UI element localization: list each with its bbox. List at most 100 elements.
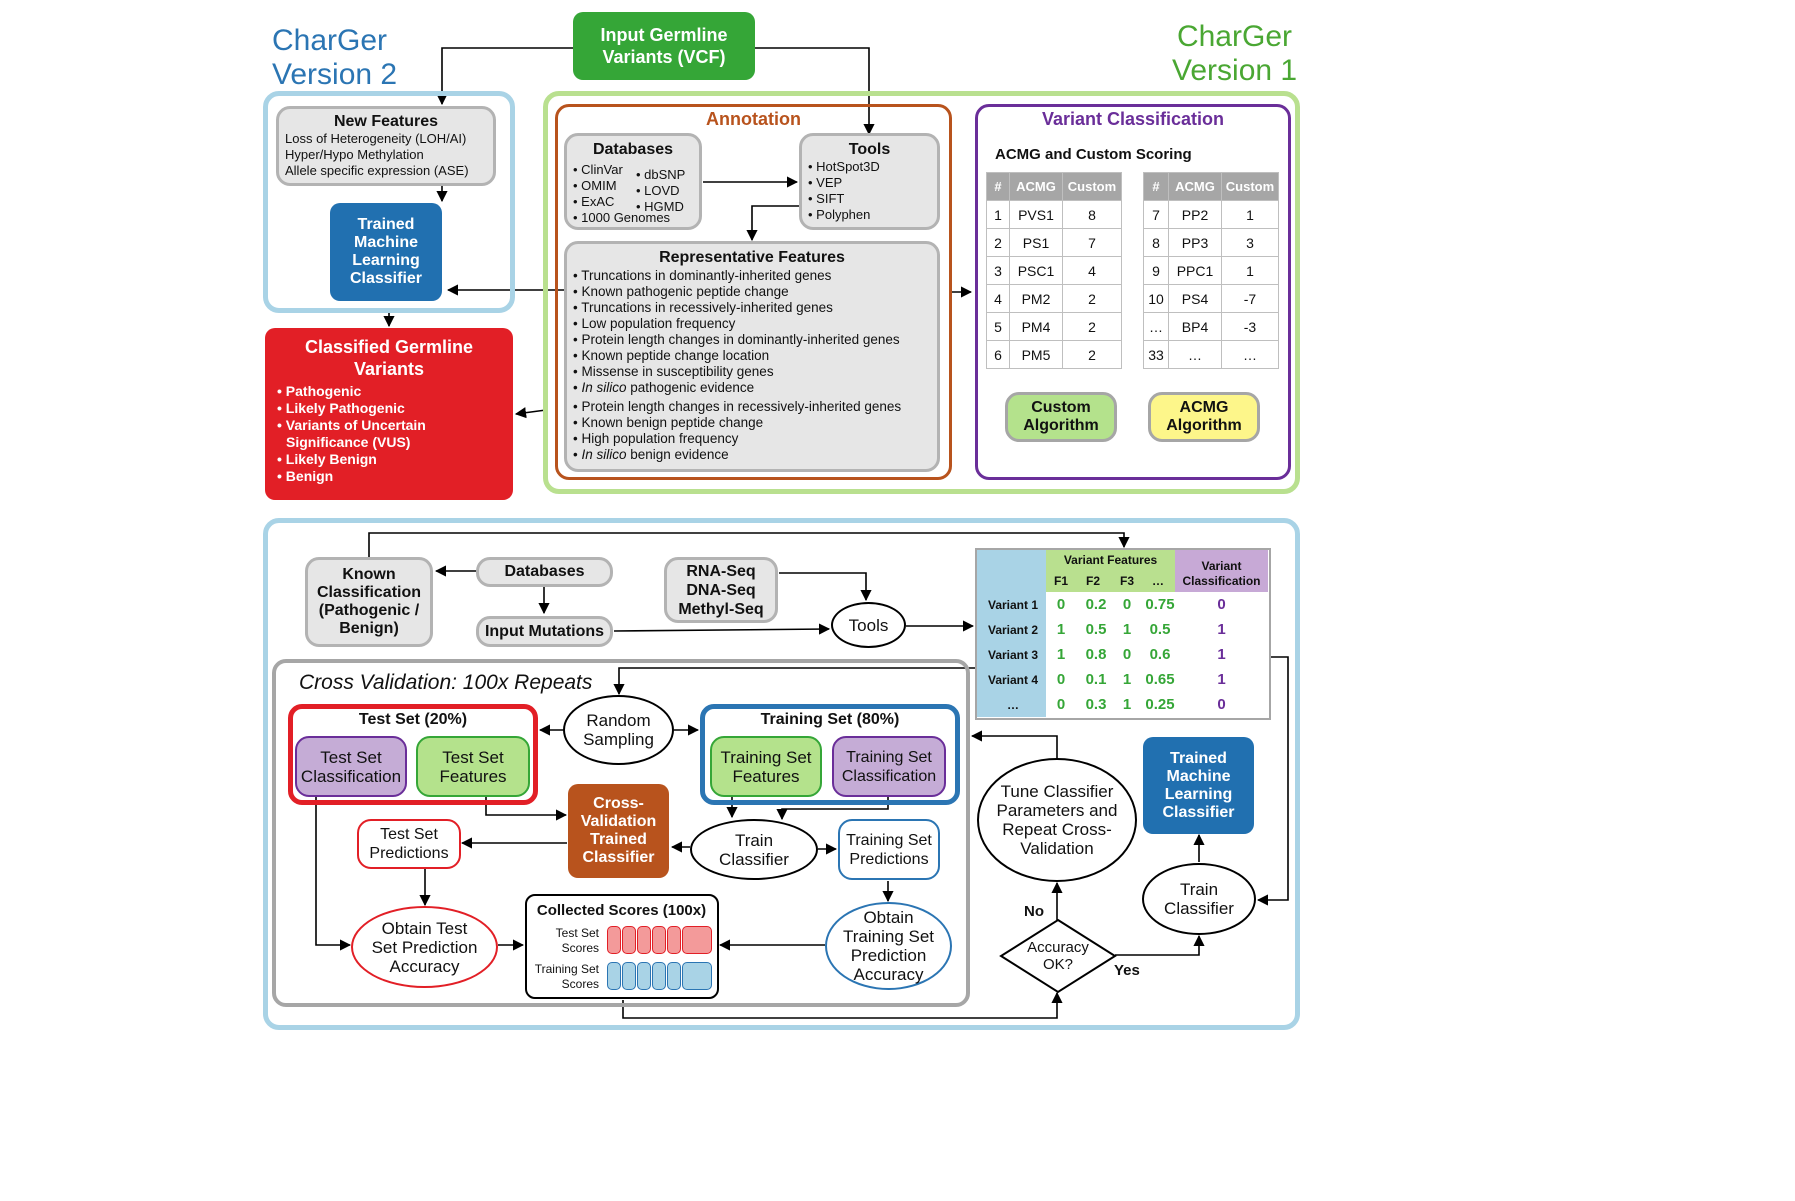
tool-sift: • SIFT [808, 191, 845, 206]
table-cell: 1 [986, 200, 1010, 229]
rep-feature-2: • Known pathogenic peptide change [573, 284, 789, 299]
table-cell: 8 [1143, 228, 1169, 257]
class-vus-line2: Significance (VUS) [286, 434, 411, 450]
v1-frame [543, 91, 1300, 494]
rep-features-title: Representative Features [659, 249, 845, 266]
feature-value: 0.65 [1145, 671, 1175, 688]
table-cell: PM2 [1009, 284, 1063, 313]
feature-value: 0.25 [1145, 696, 1175, 713]
acmg-left-header-custom: Custom [1062, 172, 1122, 201]
accuracy-line1: Accuracy [1027, 939, 1089, 956]
score-chip [622, 926, 636, 954]
variant-row-label: Variant 1 [987, 598, 1039, 612]
test-features-line1: Test Set [442, 747, 504, 767]
table-cell: 8 [1062, 200, 1122, 229]
cv-trained-line2: Validation [580, 813, 657, 830]
score-chip [682, 926, 712, 954]
v2-title-line1: CharGer [272, 24, 388, 57]
tool-polyphen: • Polyphen [808, 207, 871, 222]
test-set-title: Test Set (20%) [358, 711, 468, 728]
rep-feature-8: • In silico pathogenic evidence [573, 380, 755, 395]
representative-features-box: Representative Features • Truncations in… [564, 241, 940, 472]
training-scores-line1: Training Set [534, 962, 599, 976]
known-classification: Known Classification (Pathogenic / Benig… [305, 557, 433, 647]
variant-classification-box [975, 104, 1291, 480]
known-line4: Benign) [339, 620, 399, 637]
custom-algorithm: Custom Algorithm [1005, 392, 1117, 442]
test-scores-line2: Scores [561, 941, 599, 955]
train-cv-line1: Train [734, 830, 774, 850]
acmg-algo-line1: ACMG [1179, 399, 1229, 416]
acmg-right-header-num: # [1143, 172, 1169, 201]
v2-title-line2: Version 2 [272, 58, 398, 91]
obtain-training-accuracy: Obtain Training Set Prediction Accuracy [825, 902, 952, 990]
trained-classifier-line4: Classifier [349, 270, 423, 287]
table-cell: PVS1 [1009, 200, 1063, 229]
db-1000-genomes: • 1000 Genomes [573, 210, 671, 225]
tool-vep: • VEP [808, 175, 843, 190]
acmg-left-header-acmg: ACMG [1009, 172, 1063, 201]
variant-class-header-line1: Variant [1201, 559, 1242, 573]
table-cell: PSC1 [1009, 256, 1063, 285]
classification-value: 1 [1217, 621, 1226, 638]
tune-line4: Validation [1020, 839, 1094, 858]
table-cell: … [1221, 340, 1279, 369]
obtain-test-line3: Accuracy [389, 956, 460, 976]
score-chip [667, 962, 681, 990]
v2-frame [263, 91, 515, 313]
random-sampling: Random Sampling [563, 695, 674, 765]
feature-value: 0.8 [1085, 646, 1107, 663]
input-germline-variants: Input Germline Variants (VCF) [573, 12, 755, 80]
score-chip [667, 926, 681, 954]
tools-node: Tools [831, 602, 906, 648]
obtain-test-line1: Obtain Test [381, 918, 468, 938]
feature-value: 0.3 [1085, 696, 1107, 713]
variant-feature-table: Variant Features Variant Classification … [975, 548, 1271, 720]
cross-validation-frame [272, 659, 970, 1007]
table-cell: 9 [1143, 256, 1169, 285]
training-features-line2: Features [732, 766, 800, 786]
table-cell: 10 [1143, 284, 1169, 313]
table-cell: -3 [1221, 312, 1279, 341]
table-cell: 6 [986, 340, 1010, 369]
table-cell: 2 [1062, 340, 1122, 369]
table-cell: 33 [1143, 340, 1169, 369]
acmg-custom-scoring-title: ACMG and Custom Scoring [995, 146, 1192, 163]
variant-row-label: Variant 4 [987, 673, 1039, 687]
class-vus-line1: • Variants of Uncertain [277, 417, 426, 433]
feature-value: 0 [1056, 671, 1066, 688]
feature-value: 1 [1056, 621, 1066, 638]
accuracy-decision-diamond [999, 918, 1117, 994]
db-omim: • OMIM [573, 178, 617, 193]
db-exac: • ExAC [573, 194, 615, 209]
table-cell: 2 [1062, 284, 1122, 313]
score-chip [652, 962, 666, 990]
rep-feature-11: • High population frequency [573, 431, 739, 446]
training-set-title: Training Set (80%) [760, 711, 900, 728]
score-chip [637, 926, 651, 954]
table-cell: 7 [1062, 228, 1122, 257]
databases-node: Databases [476, 557, 613, 587]
accuracy-line2: OK? [1042, 956, 1073, 973]
feature-value: 0 [1056, 596, 1066, 613]
table-cell: BP4 [1168, 312, 1222, 341]
table-cell: 2 [986, 228, 1010, 257]
ml-pipeline-frame [263, 518, 1300, 1030]
rep-feature-9: • Protein length changes in recessively-… [573, 399, 902, 414]
table-cell: PS1 [1009, 228, 1063, 257]
training-set-features: Training Set Features [710, 736, 822, 797]
obtain-train-line4: Accuracy [853, 965, 924, 984]
accuracy-ok-label: Accuracy OK? [999, 939, 1117, 973]
score-chip [607, 926, 621, 954]
trained-classifier-line1: Trained [357, 216, 415, 233]
table-cell: … [1168, 340, 1222, 369]
acmg-algo-line2: Algorithm [1166, 417, 1242, 434]
cv-trained-classifier: Cross- Validation Trained Classifier [568, 784, 669, 878]
rep-feature-7: • Missense in susceptibility genes [573, 364, 774, 379]
feature-value: 0 [1122, 596, 1132, 613]
classified-germline-variants: Classified Germline Variants • Pathogeni… [265, 328, 513, 500]
known-line2: Classification [316, 584, 422, 601]
tools-box: Tools • HotSpot3D • VEP • SIFT • Polyphe… [799, 133, 940, 230]
feature-value: 0.75 [1145, 596, 1175, 613]
rep-feature-12: • In silico benign evidence [573, 447, 729, 462]
